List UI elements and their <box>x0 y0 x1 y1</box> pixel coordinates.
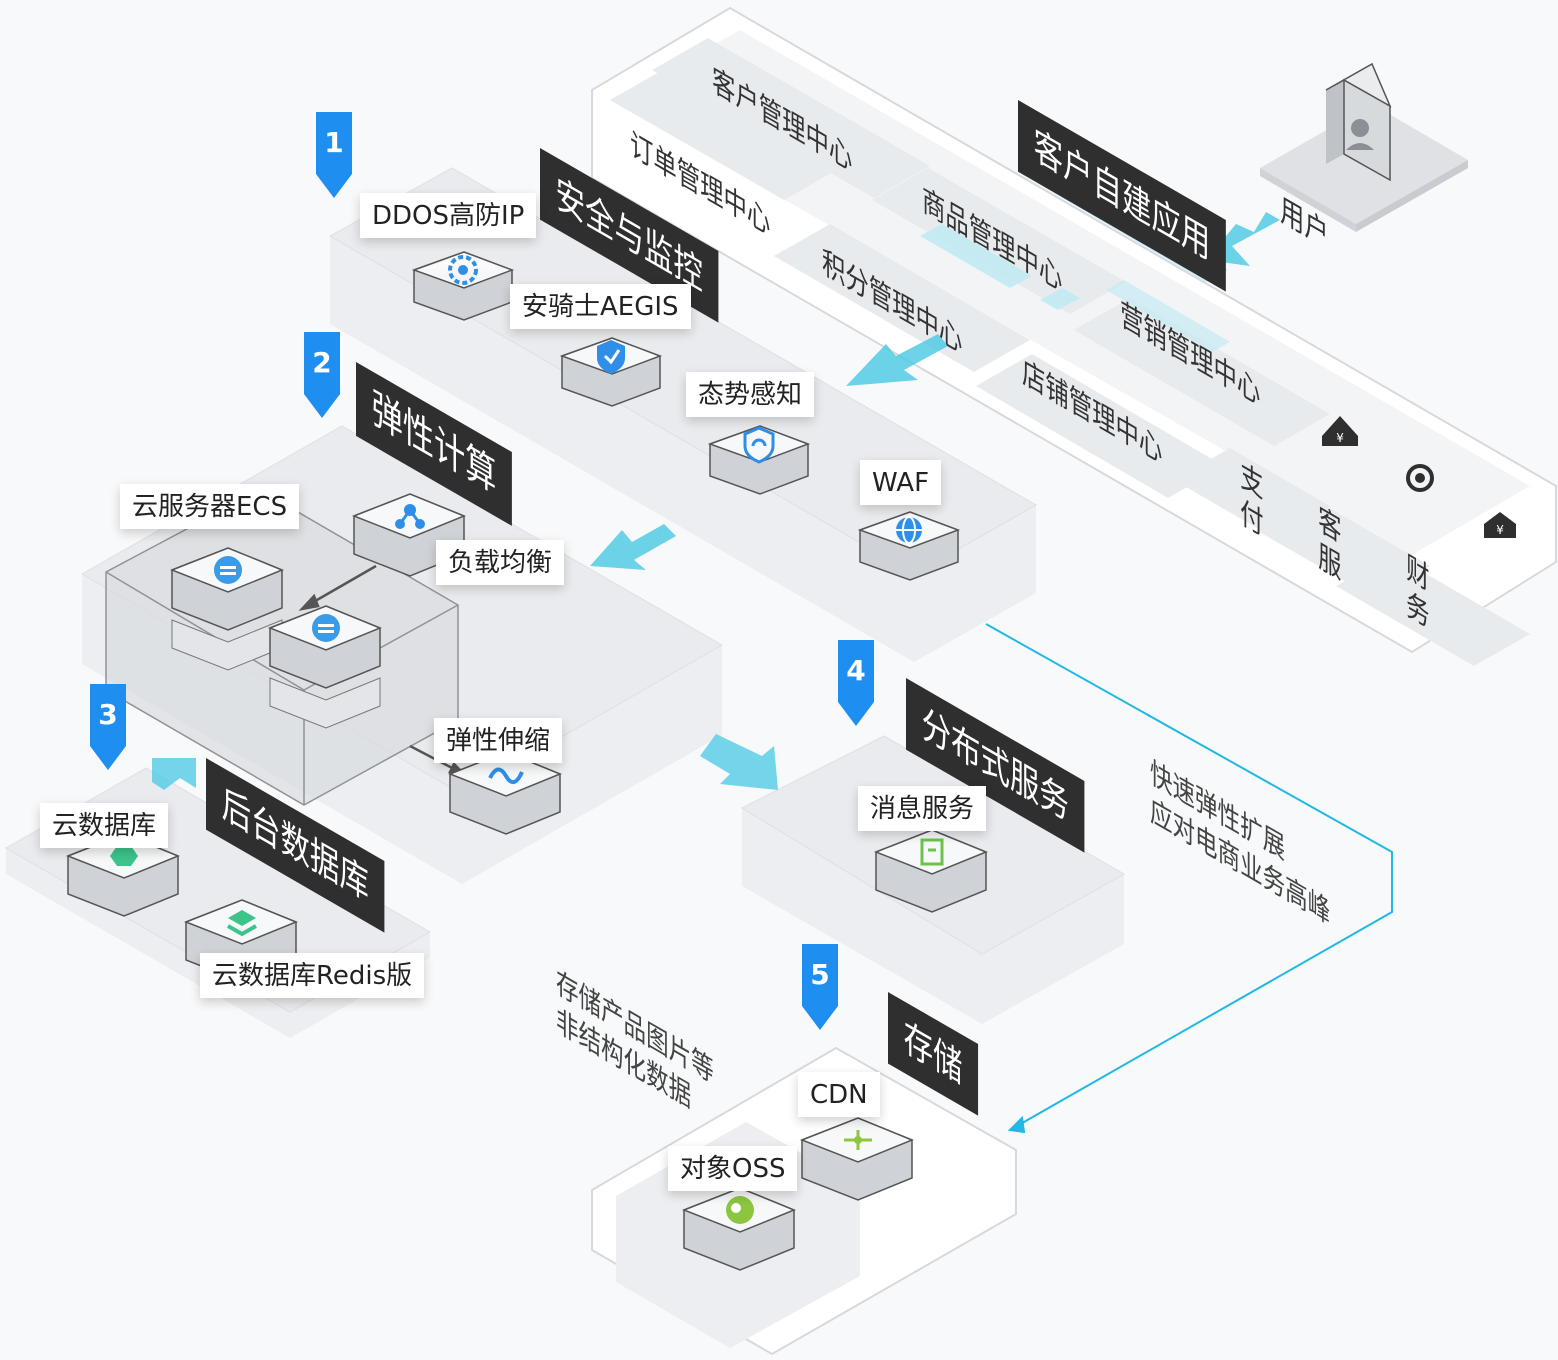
oss-bucket-icon <box>726 1196 754 1224</box>
step-badge-1: 1 <box>316 112 352 198</box>
situation-label: 态势感知 <box>686 372 815 417</box>
step-number: 4 <box>846 654 866 687</box>
module-finance[interactable]: 财务 <box>1406 549 1430 636</box>
ecs-label: 云服务器ECS <box>120 484 300 529</box>
app-tiles <box>610 38 1530 666</box>
cloud-server-icon <box>214 556 242 584</box>
mq-label: 消息服务 <box>858 786 987 831</box>
step-number: 1 <box>324 126 344 159</box>
network-nodes-icon <box>395 504 425 529</box>
situation-cube[interactable] <box>707 425 811 495</box>
user-pedestal <box>1260 62 1468 232</box>
module-service[interactable]: 客服 <box>1318 501 1342 588</box>
aegis-label: 安骑士AEGIS <box>510 284 691 329</box>
shield-icon <box>597 340 625 374</box>
redis-green-icon <box>227 910 257 937</box>
payment-house-icon: ¥ <box>1322 416 1358 446</box>
step-number: 2 <box>312 346 332 379</box>
waf-label: WAF <box>860 460 942 505</box>
step-badge-4: 4 <box>838 640 874 726</box>
svg-text:¥: ¥ <box>1336 431 1344 445</box>
step-badge-5: 5 <box>802 944 838 1030</box>
finance-icon: ¥ <box>1484 512 1516 538</box>
database-green-icon <box>110 846 138 866</box>
step-number: 3 <box>98 698 118 731</box>
rds-label: 云数据库 <box>40 803 169 848</box>
message-icon <box>920 838 944 866</box>
step-badge-2: 2 <box>304 332 340 418</box>
firewall-globe-icon <box>896 516 922 544</box>
scaling-label: 弹性伸缩 <box>434 718 563 763</box>
redis-label: 云数据库Redis版 <box>200 953 425 998</box>
module-pay[interactable]: 支付 <box>1240 457 1264 544</box>
oss-label: 对象OSS <box>668 1146 798 1191</box>
autoscale-icon <box>488 767 524 784</box>
ddos-label: DDOS高防IP <box>360 193 537 238</box>
cdn-label: CDN <box>798 1072 880 1117</box>
flow-arrows <box>152 212 1280 790</box>
step-badge-3: 3 <box>90 684 126 770</box>
gear-icon <box>448 255 478 285</box>
cloud-server-icon <box>312 614 340 642</box>
connection-lines <box>985 623 1393 1134</box>
ecs-cube-1[interactable] <box>169 547 284 671</box>
ecs-cube-2[interactable] <box>267 605 382 729</box>
step-number: 5 <box>810 958 830 991</box>
shield-refresh-icon <box>743 426 775 464</box>
customer-service-icon <box>1406 464 1434 492</box>
svg-text:¥: ¥ <box>1496 523 1504 537</box>
cdn-network-icon <box>844 1130 872 1150</box>
slb-label: 负载均衡 <box>436 540 565 585</box>
